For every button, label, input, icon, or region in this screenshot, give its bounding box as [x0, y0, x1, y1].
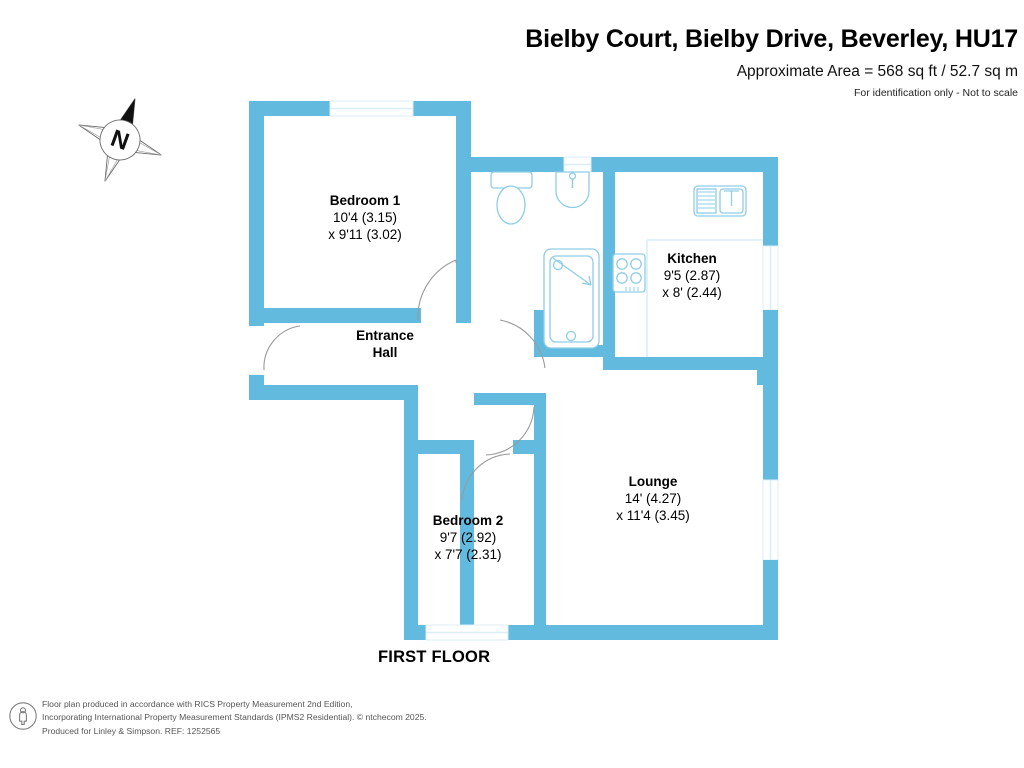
wall-top-centre: [456, 157, 564, 172]
room-dim1-bedroom1: 10'4 (3.15): [332, 210, 398, 225]
wall-bedroom1-bottom: [249, 308, 415, 323]
room-name-lounge: Lounge: [628, 474, 678, 489]
room-label-bedroom2: Bedroom 2 9'7 (2.92) x 7'7 (2.31): [403, 512, 533, 563]
room-dim1-bedroom2: 9'7 (2.92): [439, 530, 497, 545]
disclaimer-text: For identification only - Not to scale: [854, 86, 1018, 99]
door-lounge: [485, 406, 535, 456]
window-bedroom1-top: [329, 100, 414, 117]
room-label-lounge: Lounge 14' (4.27) x 11'4 (3.45): [588, 473, 718, 524]
room-label-entrance-hall: Entrance Hall: [325, 327, 445, 361]
wall-hall-bottom: [249, 385, 415, 400]
room-dim2-lounge: x 11'4 (3.45): [616, 508, 690, 523]
room-name-kitchen: Kitchen: [667, 251, 717, 266]
room-dim2-bedroom2: x 7'7 (2.31): [434, 547, 502, 562]
wall-bathroom-right: [603, 157, 615, 357]
wall-lounge-bottom: [534, 625, 778, 640]
floor-plan-drawing: [249, 100, 779, 641]
footer-text-block: Floor plan produced in accordance with R…: [42, 698, 427, 738]
wall-hall-left-upper: [249, 308, 264, 326]
window-lounge-right: [762, 479, 779, 561]
footer-line-3: Produced for Linley & Simpson. REF: 1252…: [42, 725, 221, 736]
person-in-circle-icon: [9, 702, 37, 730]
door-bedroom1: [417, 259, 457, 321]
compass-rose: N: [68, 92, 172, 188]
room-name-bedroom1: Bedroom 1: [329, 193, 401, 208]
room-dim1-kitchen: 9'5 (2.87): [663, 268, 721, 283]
door-entrance: [263, 325, 301, 371]
wall-bedroom1-top-left: [249, 101, 330, 116]
wall-bedroom2-right: [460, 440, 474, 630]
wall-bedroom2-bottom-right: [508, 625, 546, 640]
kitchen-fixtures: [612, 185, 763, 357]
wall-hall-bedroom2-connector: [404, 385, 418, 403]
room-name-bedroom2: Bedroom 2: [432, 513, 504, 528]
wall-bedroom2-left: [404, 400, 418, 630]
wall-hall-bathroom: [534, 310, 545, 326]
approximate-area-text: Approximate Area = 568 sq ft / 52.7 sq m: [736, 62, 1018, 80]
wall-right-exterior-middle: [763, 310, 778, 480]
wash-basin-icon: [555, 171, 590, 209]
page-title: Bielby Court, Bielby Drive, Beverley, HU…: [525, 25, 1018, 53]
wall-bathroom-left-lower: [534, 320, 545, 357]
hob-cooker-icon: [612, 253, 646, 293]
footer-line-2: Incorporating International Property Mea…: [42, 712, 427, 723]
room-dim2-kitchen: x 8' (2.44): [662, 285, 722, 300]
door-bedroom2: [461, 453, 511, 501]
wall-right-exterior-top: [763, 157, 778, 246]
wall-right-exterior-bottom: [763, 560, 778, 640]
bathroom-fixtures: [490, 171, 600, 349]
wall-bedroom1-bottom-right-stub: [456, 308, 471, 323]
room-name-hall-line2: Hall: [372, 345, 398, 360]
room-label-bedroom1: Bedroom 1 10'4 (3.15) x 9'11 (3.02): [285, 192, 445, 243]
room-dim2-bedroom1: x 9'11 (3.02): [328, 227, 402, 242]
wall-lounge-left: [534, 440, 546, 640]
wc-toilet-icon: [490, 171, 533, 225]
door-bathroom: [499, 319, 546, 369]
wall-hall-lower-right: [474, 393, 534, 405]
kitchen-worktop: [646, 239, 763, 357]
wall-bedroom1-left: [249, 101, 264, 323]
floor-level-label: FIRST FLOOR: [378, 648, 491, 666]
bathtub-icon: [543, 248, 600, 349]
room-label-kitchen: Kitchen 9'5 (2.87) x 8' (2.44): [627, 250, 757, 301]
wall-bedroom2-top-right: [513, 440, 546, 454]
footer: Floor plan produced in accordance with R…: [8, 698, 427, 738]
wall-top-centre-right: [591, 157, 778, 172]
wall-hall-right-lower: [534, 393, 546, 407]
window-bathroom-top: [563, 156, 592, 173]
plan-header: Bielby Court, Bielby Drive, Beverley, HU…: [0, 0, 1024, 100]
wall-lounge-upper-left: [534, 400, 546, 440]
wall-kitchen-bottom: [603, 357, 770, 370]
kitchen-sink-icon: [693, 185, 747, 217]
wall-group: [249, 100, 779, 641]
window-kitchen-right: [762, 245, 779, 311]
wall-bedroom2-top: [404, 440, 460, 454]
window-bedroom2-bottom: [425, 624, 509, 641]
wall-bedroom2-bottom-left: [404, 625, 426, 640]
room-name-hall-line1: Entrance: [356, 328, 414, 343]
wall-bedroom1-right: [456, 101, 471, 320]
room-dim1-lounge: 14' (4.27): [624, 491, 682, 506]
footer-line-1: Floor plan produced in accordance with R…: [42, 699, 353, 709]
door-group: [263, 259, 546, 501]
